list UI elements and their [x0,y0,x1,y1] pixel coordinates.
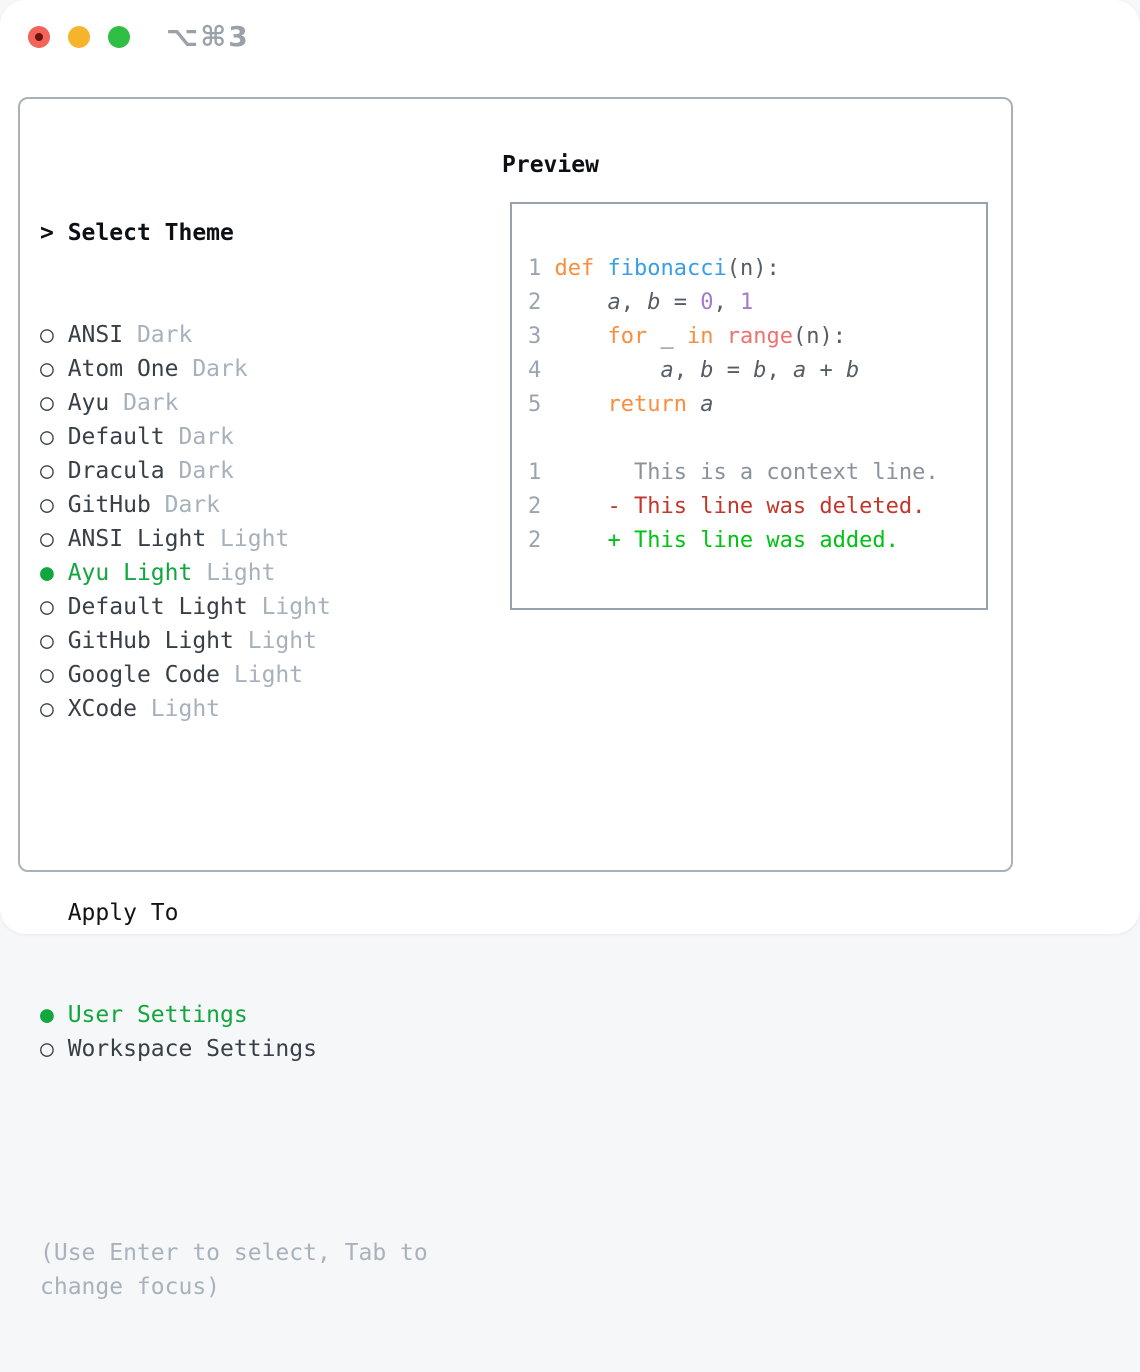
code-line: 5 return a [528,392,714,417]
theme-option-github-dark[interactable]: ○ GitHub Dark [40,488,428,522]
titlebar: ⌥⌘3 [0,0,1140,74]
preview-pane: 1 def fibonacci(n): 2 a, b = 0, 1 3 for _ … [510,202,988,610]
code-line: 3 for _ in range(n): [528,324,846,349]
code-line: 2 - This line was deleted. [528,494,926,519]
theme-variant-tag: Dark [192,356,248,382]
apply-option-user-settings[interactable]: ● User Settings [40,998,428,1032]
radio-unselected-icon: ○ [40,458,68,484]
theme-variant-tag: Light [150,696,221,722]
code-preview: 1 def fibonacci(n): 2 a, b = 0, 1 3 for _ … [512,204,986,558]
radio-selected-icon: ● [40,560,68,586]
theme-name: Ayu Light [67,560,207,586]
apply-option-workspace-settings[interactable]: ○ Workspace Settings [40,1032,428,1066]
theme-variant-tag: Light [220,526,290,552]
theme-variant-tag: Light [206,560,276,586]
preview-title: Preview [502,152,599,178]
theme-name: ANSI [67,322,137,348]
theme-name: GitHub [67,492,165,518]
theme-variant-tag: Dark [178,424,234,450]
apply-to-title: Apply To [40,900,179,926]
apply-to-list: ● User Settings○ Workspace Settings [40,998,428,1066]
spacer [40,794,428,828]
theme-selector-column: > Select Theme ○ ANSI Dark○ Atom One Dar… [40,148,428,1372]
radio-selected-icon: ● [40,1002,68,1028]
theme-option-atom-one-dark[interactable]: ○ Atom One Dark [40,352,428,386]
theme-variant-tag: Light [247,628,317,654]
prompt-icon: > [40,220,68,246]
theme-option-ayu-dark[interactable]: ○ Ayu Dark [40,386,428,420]
theme-name: Ayu [67,390,124,416]
help-line: change focus) [40,1274,221,1300]
theme-option-default-light-light[interactable]: ○ Default Light Light [40,590,428,624]
radio-unselected-icon: ○ [40,492,68,518]
code-line: 1 def fibonacci(n): [528,256,780,281]
radio-unselected-icon: ○ [40,424,68,450]
theme-option-github-light-light[interactable]: ○ GitHub Light Light [40,624,428,658]
theme-variant-tag: Dark [136,322,193,348]
code-line: 4 a, b = b, a + b [528,358,860,383]
spacer [40,1134,428,1168]
theme-name: Google Code [67,662,234,688]
apply-option-label: User Settings [67,1002,248,1028]
radio-unselected-icon: ○ [40,1036,68,1062]
radio-unselected-icon: ○ [40,696,68,722]
help-line: (Use Enter to select, Tab to [40,1240,428,1266]
radio-unselected-icon: ○ [40,356,68,382]
theme-variant-tag: Light [233,662,304,688]
apply-option-label: Workspace Settings [67,1036,317,1062]
close-window-button[interactable] [28,26,50,48]
theme-option-default-dark[interactable]: ○ Default Dark [40,420,428,454]
zoom-window-button[interactable] [108,26,130,48]
theme-variant-tag: Dark [164,492,221,518]
theme-name: ANSI Light [67,526,221,552]
theme-list: ○ ANSI Dark○ Atom One Dark○ Ayu Dark○ De… [40,318,428,726]
theme-name: Dracula [67,458,179,484]
radio-unselected-icon: ○ [40,662,68,688]
theme-option-ansi-dark[interactable]: ○ ANSI Dark [40,318,428,352]
theme-option-ayu-light-light[interactable]: ● Ayu Light Light [40,556,428,590]
theme-option-xcode-light[interactable]: ○ XCode Light [40,692,428,726]
code-line [528,422,986,456]
help-text: (Use Enter to select, Tab to change focus… [40,1236,428,1304]
theme-name: XCode [67,696,151,722]
select-theme-title: > Select Theme [40,220,234,246]
radio-unselected-icon: ○ [40,390,68,416]
theme-variant-tag: Dark [123,390,179,416]
theme-option-google-code-light[interactable]: ○ Google Code Light [40,658,428,692]
code-line: 2 + This line was added. [528,528,899,553]
theme-name: Default [67,424,179,450]
radio-unselected-icon: ○ [40,594,68,620]
radio-unselected-icon: ○ [40,526,68,552]
minimize-window-button[interactable] [68,26,90,48]
window-shortcut-label: ⌥⌘3 [166,20,250,53]
app-window: ⌥⌘3 > Select Theme ○ ANSI Dark○ Atom One… [0,0,1140,1300]
theme-variant-tag: Light [261,594,331,620]
theme-dialog-panel: > Select Theme ○ ANSI Dark○ Atom One Dar… [18,97,1013,1300]
code-line: 2 a, b = 0, 1 [528,290,754,315]
theme-option-ansi-light-light[interactable]: ○ ANSI Light Light [40,522,428,556]
theme-name: Default Light [67,594,262,620]
theme-name: Atom One [67,356,193,382]
radio-unselected-icon: ○ [40,628,68,654]
radio-unselected-icon: ○ [40,322,68,348]
code-line: 1 This is a context line. [528,460,939,485]
theme-option-dracula-dark[interactable]: ○ Dracula Dark [40,454,428,488]
theme-name: GitHub Light [67,628,248,654]
theme-variant-tag: Dark [178,458,234,484]
